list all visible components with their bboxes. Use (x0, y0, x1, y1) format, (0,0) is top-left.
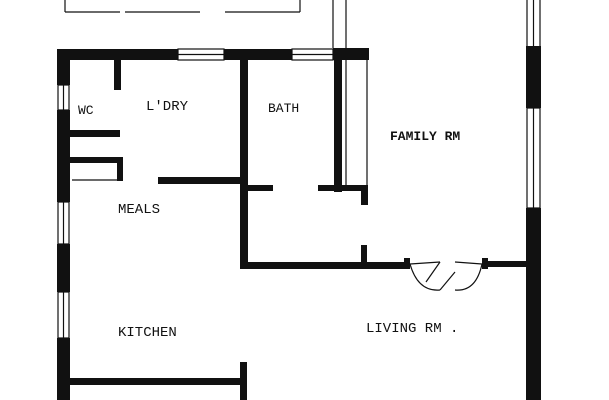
room-label-wc: WC (78, 103, 94, 118)
kitchen-counter (70, 362, 247, 400)
room-label-family: FAMILY RM (390, 129, 460, 144)
upper-structure (64, 0, 347, 48)
room-label-kitchen: KITCHEN (118, 325, 177, 341)
french-doors (404, 258, 526, 291)
wc-laundry-walls (70, 60, 243, 184)
right-wall (526, 0, 541, 400)
room-label-meals: MEALS (118, 202, 160, 218)
bath-walls (240, 60, 410, 269)
top-wall (57, 48, 369, 61)
room-label-laundry: L'DRY (146, 99, 189, 115)
room-label-bath: BATH (268, 101, 299, 116)
left-wall (57, 49, 70, 400)
room-label-living: LIVING RM . (366, 321, 458, 337)
